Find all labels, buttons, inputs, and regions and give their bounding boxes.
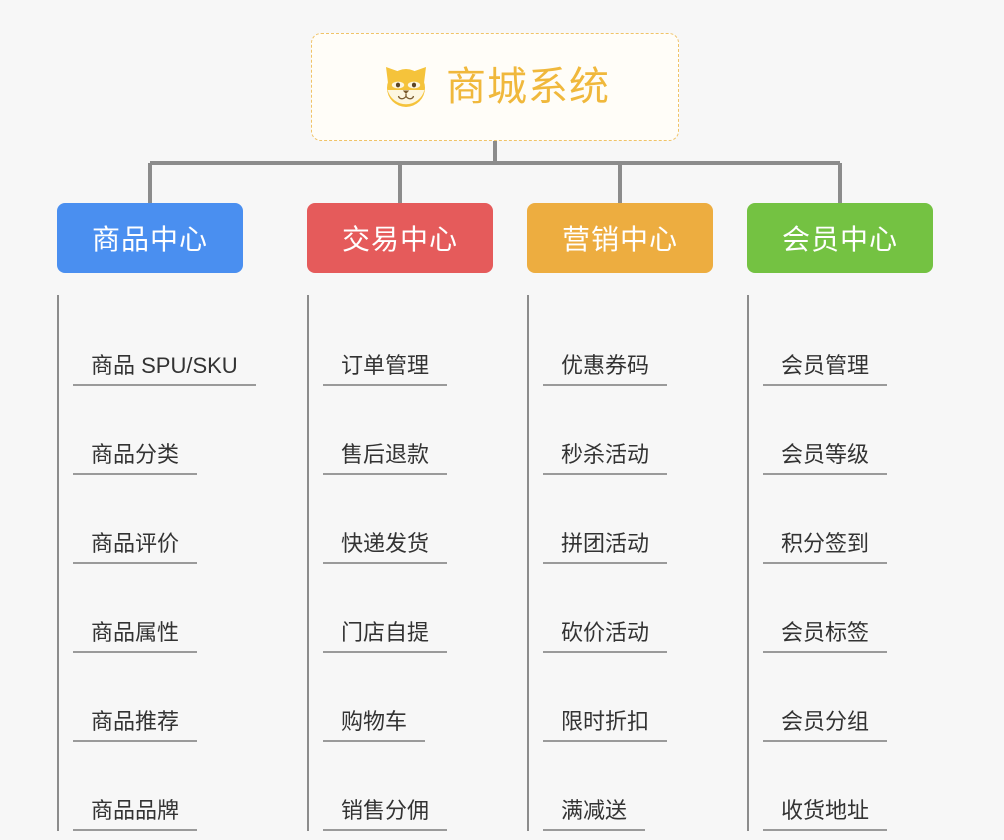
list-item[interactable]: 会员管理: [763, 297, 933, 386]
child-label: 积分签到: [763, 531, 888, 564]
branch-children-2: 优惠券码 秒杀活动 拼团活动 砍价活动 限时折扣 满减送: [527, 295, 713, 831]
list-item[interactable]: 商品评价: [73, 475, 243, 564]
list-item[interactable]: 门店自提: [323, 564, 493, 653]
child-label: 商品属性: [73, 620, 198, 653]
child-label: 砍价活动: [543, 620, 668, 653]
child-label: 限时折扣: [543, 709, 668, 742]
list-item[interactable]: 订单管理: [323, 297, 493, 386]
child-label: 售后退款: [323, 442, 448, 475]
branch-children-1: 订单管理 售后退款 快递发货 门店自提 购物车 销售分佣: [307, 295, 493, 831]
list-item[interactable]: 秒杀活动: [543, 386, 713, 475]
list-item[interactable]: 快递发货: [323, 475, 493, 564]
list-item[interactable]: 会员分组: [763, 653, 933, 742]
list-item[interactable]: 会员等级: [763, 386, 933, 475]
child-label: 门店自提: [323, 620, 448, 653]
list-item[interactable]: 售后退款: [323, 386, 493, 475]
branch-会员中心: 会员中心 会员管理 会员等级 积分签到 会员标签 会员分组 收货地址: [747, 203, 933, 831]
branch-header-label: 交易中心: [341, 224, 458, 255]
root-node[interactable]: 商城系统: [311, 33, 679, 141]
branch-header-label: 商品中心: [91, 224, 208, 255]
child-label: 会员管理: [763, 353, 888, 386]
list-item[interactable]: 限时折扣: [543, 653, 713, 742]
child-label: 会员分组: [763, 709, 888, 742]
list-item[interactable]: 满减送: [543, 742, 713, 831]
child-label: 订单管理: [323, 353, 448, 386]
child-label: 商品分类: [73, 442, 198, 475]
child-label: 优惠券码: [543, 353, 668, 386]
branch-children-0: 商品 SPU/SKU 商品分类 商品评价 商品属性 商品推荐 商品品牌: [57, 295, 256, 831]
branch-header-3[interactable]: 会员中心: [747, 203, 933, 273]
branch-children-3: 会员管理 会员等级 积分签到 会员标签 会员分组 收货地址: [747, 295, 933, 831]
list-item[interactable]: 商品属性: [73, 564, 243, 653]
list-item[interactable]: 商品推荐: [73, 653, 243, 742]
child-label: 销售分佣: [323, 798, 448, 831]
branch-header-2[interactable]: 营销中心: [527, 203, 713, 273]
list-item[interactable]: 销售分佣: [323, 742, 493, 831]
list-item[interactable]: 会员标签: [763, 564, 933, 653]
list-item[interactable]: 拼团活动: [543, 475, 713, 564]
list-item[interactable]: 商品分类: [73, 386, 243, 475]
dog-face-icon: [380, 61, 432, 113]
list-item[interactable]: 购物车: [323, 653, 493, 742]
root-title: 商城系统: [446, 65, 610, 109]
branch-header-0[interactable]: 商品中心: [57, 203, 243, 273]
list-item[interactable]: 商品品牌: [73, 742, 243, 831]
child-label: 满减送: [543, 798, 646, 831]
branch-header-label: 会员中心: [781, 224, 898, 255]
list-item[interactable]: 砍价活动: [543, 564, 713, 653]
list-item[interactable]: 收货地址: [763, 742, 933, 831]
child-label: 购物车: [323, 709, 426, 742]
list-item[interactable]: 积分签到: [763, 475, 933, 564]
branch-header-label: 营销中心: [561, 224, 678, 255]
child-label: 秒杀活动: [543, 442, 668, 475]
branch-交易中心: 交易中心 订单管理 售后退款 快递发货 门店自提 购物车 销售分佣: [307, 203, 493, 831]
list-item[interactable]: 商品 SPU/SKU: [73, 297, 256, 386]
child-label: 商品评价: [73, 531, 198, 564]
child-label: 会员等级: [763, 442, 888, 475]
child-label: 商品 SPU/SKU: [73, 353, 256, 386]
child-label: 拼团活动: [543, 531, 668, 564]
child-label: 收货地址: [763, 798, 888, 831]
child-label: 快递发货: [323, 531, 448, 564]
branch-header-1[interactable]: 交易中心: [307, 203, 493, 273]
list-item[interactable]: 优惠券码: [543, 297, 713, 386]
child-label: 商品推荐: [73, 709, 198, 742]
branch-营销中心: 营销中心 优惠券码 秒杀活动 拼团活动 砍价活动 限时折扣 满减送: [527, 203, 713, 831]
child-label: 商品品牌: [73, 798, 198, 831]
branch-商品中心: 商品中心 商品 SPU/SKU 商品分类 商品评价 商品属性 商品推荐 商品品牌: [57, 203, 256, 831]
child-label: 会员标签: [763, 620, 888, 653]
